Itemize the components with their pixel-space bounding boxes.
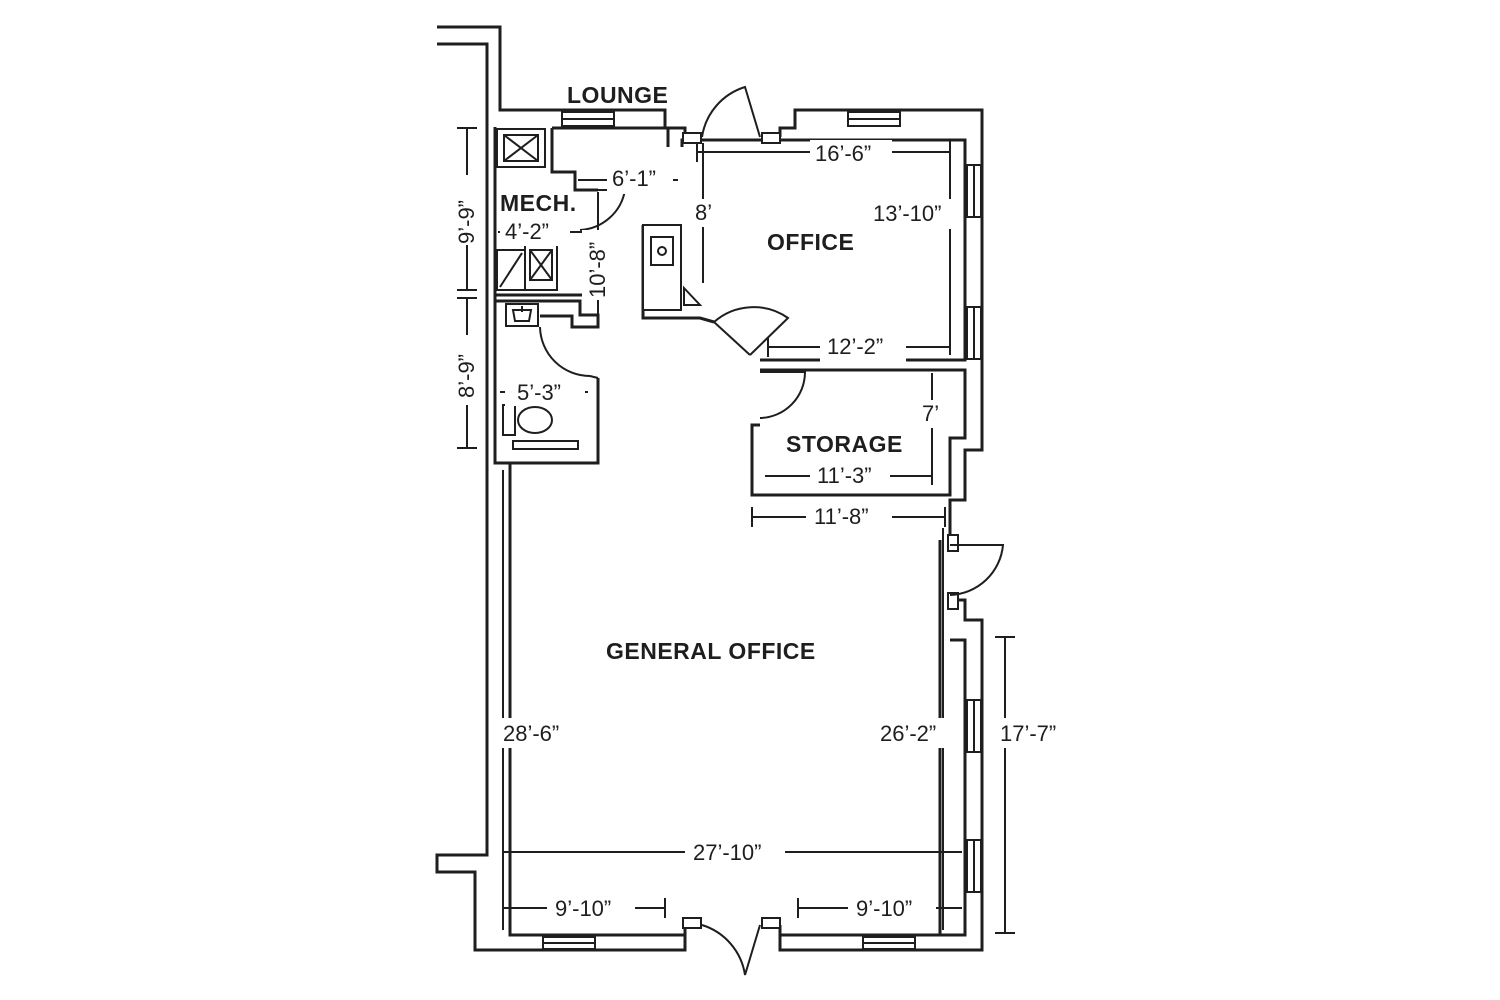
dim-lounge-height: 10’-8” bbox=[585, 242, 610, 298]
interior-walls bbox=[495, 126, 967, 937]
room-label-general-office: GENERAL OFFICE bbox=[606, 638, 816, 664]
dim-bath-width: 5’-3” bbox=[517, 380, 561, 405]
door-jamb bbox=[947, 534, 959, 552]
dim-bath-height: 8’-9” bbox=[454, 354, 479, 398]
dim-office-width: 16’-6” bbox=[815, 141, 871, 166]
door-jamb bbox=[761, 132, 781, 144]
dim-lounge-width: 6’-1” bbox=[612, 166, 656, 191]
dim-office-height: 13’-10” bbox=[873, 201, 941, 226]
label-backgrounds bbox=[452, 140, 1080, 921]
door-swing-side bbox=[949, 544, 1005, 596]
dim-storage-width: 11’-3” bbox=[817, 463, 872, 488]
door-jamb bbox=[947, 592, 959, 610]
room-labels: LOUNGE MECH. OFFICE STORAGE GENERAL OFFI… bbox=[500, 82, 903, 664]
dim-mech-height: 9’-9” bbox=[454, 200, 479, 244]
windows bbox=[542, 111, 982, 950]
door-jamb bbox=[761, 917, 781, 929]
fixtures bbox=[496, 128, 703, 450]
door-swing-bath bbox=[539, 326, 599, 379]
dim-general-outer-right: 17’-7” bbox=[1000, 721, 1056, 746]
dim-office-bottom: 12’-2” bbox=[827, 334, 883, 359]
dim-bottom-right: 9’-10” bbox=[856, 896, 912, 921]
dimension-labels: 16’-6” 13’-10” 8’ 12’-2” 6’-1” 10’-8” 4’… bbox=[454, 141, 1056, 921]
cabinet-icon bbox=[683, 285, 703, 306]
room-label-storage: STORAGE bbox=[786, 431, 903, 457]
room-label-lounge: LOUNGE bbox=[567, 82, 668, 108]
dim-general-left: 28’-6” bbox=[503, 721, 559, 746]
room-label-mech: MECH. bbox=[500, 190, 577, 216]
dim-general-top: 11’-8” bbox=[814, 504, 869, 529]
dim-mech-width: 4’-2” bbox=[505, 219, 549, 244]
door-jamb bbox=[682, 132, 702, 144]
door-jamb bbox=[682, 917, 702, 929]
dim-general-width: 27’-10” bbox=[693, 840, 761, 865]
door-swing-mech bbox=[579, 189, 627, 231]
toilet-tank-icon bbox=[502, 404, 516, 436]
dim-office-left: 8’ bbox=[695, 200, 712, 225]
toilet-icon bbox=[517, 406, 553, 434]
door-swing-storage bbox=[759, 371, 807, 419]
door-swing-front bbox=[701, 924, 761, 976]
dim-bottom-left: 9’-10” bbox=[555, 896, 611, 921]
door-swing-lounge bbox=[701, 85, 761, 138]
dim-general-right: 26’-2” bbox=[880, 721, 936, 746]
room-label-office: OFFICE bbox=[767, 229, 854, 255]
door-swing-office bbox=[713, 306, 790, 356]
bath-threshold bbox=[512, 440, 579, 450]
dim-storage-height: 7’ bbox=[922, 401, 939, 426]
